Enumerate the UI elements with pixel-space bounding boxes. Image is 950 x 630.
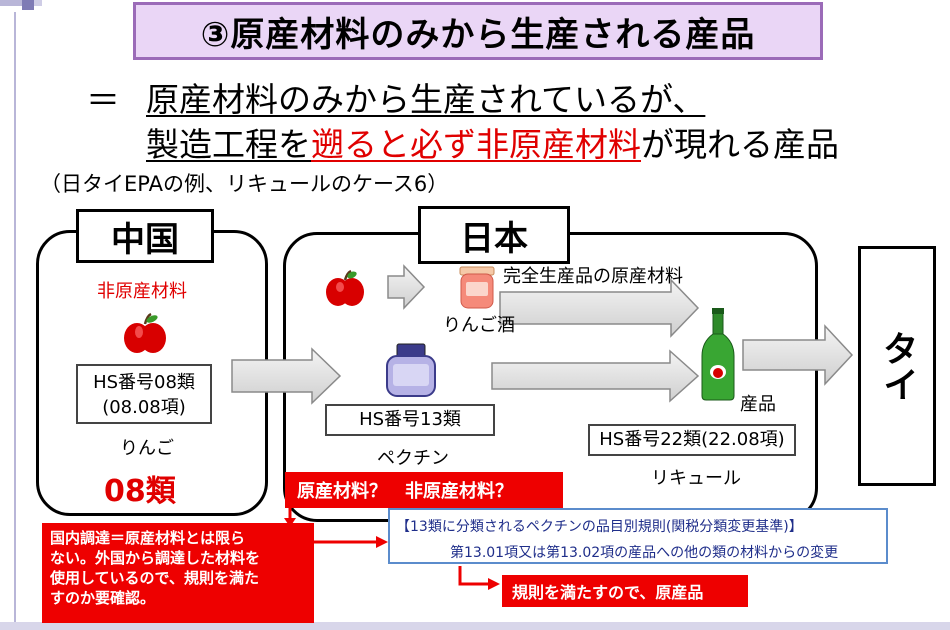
product-specific-rule-box: 【13類に分類されるペクチンの品目別規則(関税分類変更基準)】 第13.01項又… — [388, 508, 888, 564]
liqueur-label: リキュール — [651, 468, 741, 489]
slide-corner-decoration — [34, 0, 42, 6]
rule-body: 第13.01項又は第13.02項の産品への他の類の材料からの変更 — [450, 545, 839, 561]
cider-label: りんご酒 — [443, 315, 515, 336]
pectin-label: ペクチン — [377, 448, 449, 469]
callout-arrowhead — [488, 578, 500, 590]
slide-left-rule — [14, 12, 16, 622]
apple-icon — [124, 312, 166, 353]
china-tab: 中国 — [76, 209, 214, 263]
domestic-procurement-callout: 国内調達＝原産材料とは限ら ない。外国から調達した材料を 使用しているので、規則… — [42, 523, 314, 623]
equals-sign: ＝ — [86, 81, 120, 121]
definition-line-1: 原産材料のみから生産されているが、 — [146, 80, 706, 119]
wholly-obtained-label: 完全生産品の原産材料 — [503, 266, 683, 287]
slide-bottom-strip — [0, 622, 950, 630]
flow-arrow-china-to-japan — [231, 347, 342, 405]
product-label: 産品 — [740, 394, 776, 415]
thailand-box: タイ — [858, 246, 936, 486]
flow-arrow-cider-to-product — [499, 278, 700, 338]
hs22-box: HS番号22類(22.08項) — [588, 424, 796, 456]
japan-tab: 日本 — [418, 206, 570, 264]
definition-part-b: 遡ると必ず非原産材料 — [311, 125, 641, 164]
definition-part-a: 製造工程を — [146, 125, 311, 164]
hs08-heading: HS番号08類 — [93, 372, 195, 393]
rule-title: 【13類に分類されるペクチンの品目別規則(関税分類変更基準)】 — [396, 519, 803, 535]
liqueur-bottle-icon — [701, 308, 735, 401]
callout-arrow-to-result — [458, 566, 490, 586]
cider-jar-icon — [459, 266, 495, 309]
flow-arrow-pectin-to-product — [491, 349, 700, 403]
callout-arrowhead — [376, 536, 388, 548]
flow-arrow-apple-to-cider — [387, 264, 426, 310]
hs08-subheading: (08.08項) — [102, 397, 186, 418]
hs13-box: HS番号13類 — [325, 404, 495, 436]
callout-line: すのか要確認。 — [50, 589, 156, 607]
definition-part-c: が現れる産品 — [641, 125, 839, 164]
callout-arrowhead — [284, 518, 296, 527]
callout-line: ない。外国から調達した材料を — [50, 549, 261, 567]
callout-line: 国内調達＝原産材料とは限ら — [50, 529, 246, 547]
apple-icon — [326, 269, 364, 306]
pectin-jar-icon — [386, 343, 436, 397]
flow-arrow-japan-to-thailand — [742, 324, 854, 386]
originating-result-callout: 規則を満たすので、原産品 — [502, 575, 748, 607]
definition-line-2: 製造工程を遡ると必ず非原産材料が現れる産品 — [146, 118, 839, 166]
callout-line: 使用しているので、規則を満た — [50, 569, 259, 587]
apple-label: りんご — [120, 438, 174, 459]
example-note: （日タイEPAの例、リキュールのケース6） — [40, 172, 449, 196]
non-originating-label: 非原産材料 — [97, 281, 187, 302]
slide-title: ③原産材料のみから生産される産品 — [133, 2, 823, 60]
slide-corner-decoration — [0, 0, 22, 6]
chapter-08-label: 08類 — [104, 474, 176, 509]
slide-corner-decoration — [22, 0, 34, 10]
origin-question-callout: 原産材料？ 非原産材料？ — [285, 472, 563, 508]
hs08-box: HS番号08類 (08.08項) — [76, 364, 212, 424]
